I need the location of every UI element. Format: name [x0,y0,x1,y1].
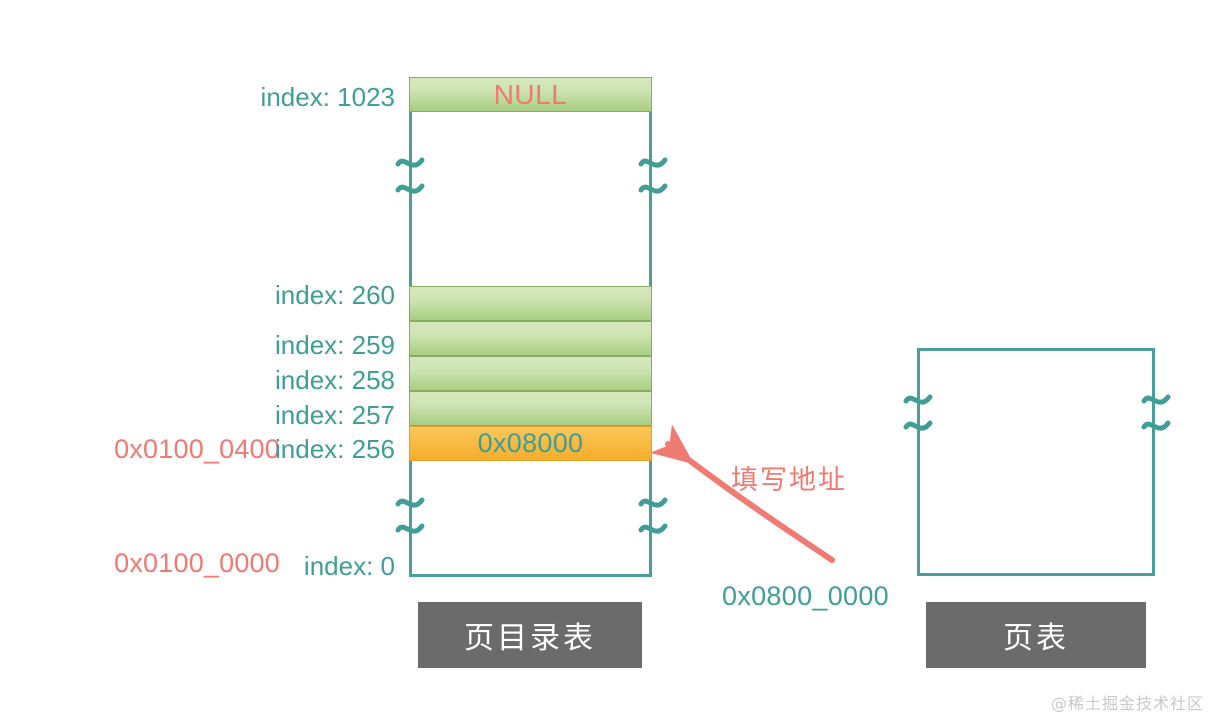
caption-page-table: 页表 [926,602,1146,668]
caption-page-directory: 页目录表 [418,602,642,668]
column-bottom-border [409,574,652,577]
pd-entry-256-value: 0x08000 [477,428,584,458]
index-label-260: index: 260 [275,280,395,310]
pd-entry-1023[interactable]: NULL [409,77,652,112]
watermark: @稀土掘金技术社区 [1050,694,1204,713]
pd-entry-1023-value: NULL [493,78,568,110]
pd-entry-260[interactable] [409,286,652,321]
index-label-258: index: 258 [275,365,395,395]
index-label-257: index: 257 [275,400,395,430]
index-label-1023: index: 1023 [260,82,395,112]
pd-entry-256[interactable]: 0x08000 [409,426,652,461]
pd-entry-258[interactable] [409,356,652,391]
index-label-256: index: 256 [275,434,395,464]
pd-entry-257[interactable] [409,391,652,426]
index-label-259: index: 259 [275,330,395,360]
annotation-label: 填写地址 [731,465,847,496]
index-label-0: index: 0 [303,551,395,581]
caption-page-table-text: 页表 [1003,621,1069,656]
curved-arrow-icon [649,424,835,563]
pd-entry-259[interactable] [409,321,652,356]
caption-page-directory-text: 页目录表 [464,621,596,656]
address-label-0x0100_0000: 0x0100_0000 [114,548,280,578]
page-directory-column: NULL 0x08000 [409,77,652,577]
address-label-0x0100_0400: 0x0100_0400 [114,434,280,464]
annotation-target-address: 0x0800_0000 [722,581,889,611]
page-table-box[interactable] [917,348,1155,576]
